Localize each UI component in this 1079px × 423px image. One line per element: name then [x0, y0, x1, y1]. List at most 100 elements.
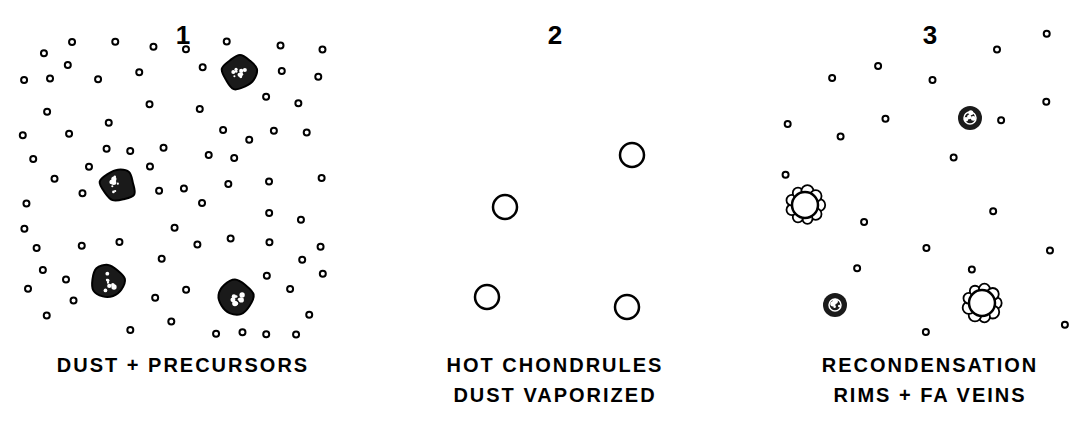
- dust-grain: [194, 241, 200, 247]
- speckle: [238, 298, 241, 301]
- dust-grain: [25, 286, 31, 292]
- hot-chondrule: [493, 195, 517, 219]
- speckle: [968, 110, 973, 115]
- dust-grain: [127, 327, 133, 333]
- dust-grain: [785, 121, 791, 127]
- dust-grain: [923, 245, 929, 251]
- dust-grain: [152, 295, 158, 301]
- precursor-outline: [92, 265, 125, 297]
- speckle: [235, 302, 238, 305]
- panel-caption: RECONDENSATION RIMS + FA VEINS: [805, 350, 1056, 410]
- speckle: [107, 282, 109, 284]
- rimmed-chondrule-dark: [823, 293, 847, 317]
- dust-grain: [969, 266, 975, 272]
- dust-grain: [287, 286, 293, 292]
- chondrule-core: [829, 299, 841, 311]
- dust-grain: [20, 132, 26, 138]
- dust-grain: [838, 134, 844, 140]
- dust-grain: [278, 42, 284, 48]
- dust-grain: [224, 39, 230, 45]
- dust-grain: [168, 318, 174, 324]
- precursor-outline: [100, 170, 135, 201]
- precursor-aggregate: [222, 55, 257, 89]
- dust-grain: [79, 190, 85, 196]
- panel-number: 2: [547, 20, 564, 50]
- speckle: [107, 284, 111, 288]
- dust-grain: [181, 186, 187, 192]
- dust-grain: [79, 243, 85, 249]
- dust-grain: [150, 44, 156, 50]
- rimmed-chondrule: [786, 185, 825, 224]
- dust-grain: [306, 312, 312, 318]
- dust-grain: [293, 331, 299, 337]
- dust-grain: [1062, 322, 1068, 328]
- dust-grain: [30, 156, 36, 162]
- dust-grain: [923, 329, 929, 335]
- speckle: [233, 298, 236, 301]
- hot-chondrule: [620, 143, 644, 167]
- dust-grain: [882, 116, 888, 122]
- dust-grain: [279, 68, 285, 74]
- dust-grain: [112, 39, 118, 45]
- dust-grain: [854, 265, 860, 271]
- speckle: [112, 191, 115, 194]
- precursor-aggregate: [92, 265, 125, 297]
- dust-grain: [161, 145, 167, 151]
- dust-grain: [41, 50, 47, 56]
- dust-grain: [319, 46, 325, 52]
- dust-grain: [231, 155, 237, 161]
- speckle: [105, 272, 109, 276]
- dust-grain: [213, 331, 219, 337]
- dust-grain: [95, 76, 101, 82]
- dust-grain: [1047, 248, 1053, 254]
- dust-grain: [266, 210, 272, 216]
- dust-grain: [315, 74, 321, 80]
- dust-grain: [1043, 99, 1049, 105]
- chondrule-body: [792, 192, 818, 218]
- speckle: [234, 68, 237, 71]
- dust-grain: [183, 287, 189, 293]
- dust-grain: [65, 62, 71, 68]
- speckle: [964, 117, 968, 121]
- dust-grain: [320, 271, 326, 277]
- speckle: [833, 299, 838, 304]
- dust-grains: [20, 31, 1068, 338]
- dust-grain: [86, 164, 92, 170]
- dust-grain: [1044, 31, 1050, 37]
- dust-grain: [34, 245, 40, 251]
- dust-grain: [990, 208, 996, 214]
- speckle: [239, 297, 244, 302]
- dust-grain: [225, 181, 231, 187]
- dust-grain: [951, 154, 957, 160]
- precursor-outline: [218, 280, 253, 315]
- chondrule-body: [969, 290, 995, 316]
- dust-grain: [239, 329, 245, 335]
- dust-grain: [136, 69, 142, 75]
- dust-grain: [829, 75, 835, 81]
- dust-grain: [206, 152, 212, 158]
- dust-grain: [66, 131, 72, 137]
- panel-number: 1: [175, 20, 192, 50]
- dust-grain: [159, 256, 165, 262]
- speckle: [235, 295, 238, 298]
- dust-grain: [71, 298, 77, 304]
- dust-grain: [264, 273, 270, 279]
- rimmed-chondrule-dark: [958, 106, 982, 130]
- hot-chondrule: [475, 285, 499, 309]
- dust-grain: [127, 148, 133, 154]
- dust-grain: [197, 106, 203, 112]
- dust-grain: [271, 128, 277, 134]
- dust-grain: [21, 77, 27, 83]
- speckle: [238, 73, 242, 77]
- dust-grain: [318, 244, 324, 250]
- dust-grain: [200, 64, 206, 70]
- dust-grain: [263, 94, 269, 100]
- dust-grain: [246, 137, 252, 143]
- dust-grain: [40, 267, 46, 273]
- panel-number: 3: [922, 20, 939, 50]
- speckle: [111, 284, 116, 289]
- dust-grain: [319, 175, 325, 181]
- speckle: [838, 305, 840, 307]
- dust-grain: [266, 178, 272, 184]
